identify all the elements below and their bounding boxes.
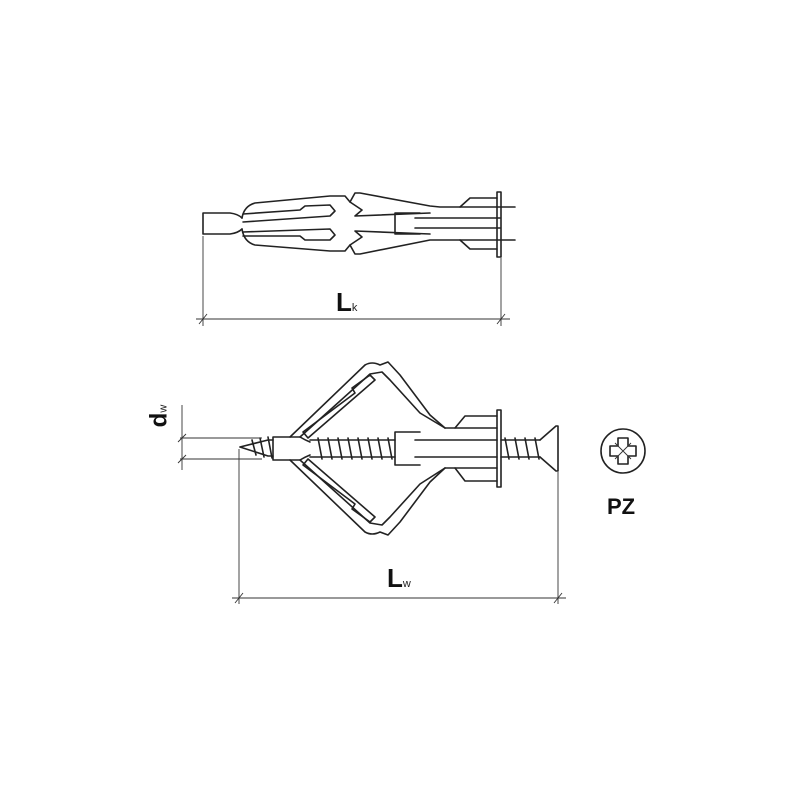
dw-subscript: w bbox=[157, 404, 170, 413]
lw-subscript: w bbox=[402, 578, 411, 590]
expanded-anchor bbox=[177, 361, 566, 604]
lk-symbol: L bbox=[336, 287, 352, 317]
dimension-label-lk: Lk bbox=[336, 287, 357, 318]
dw-symbol: d bbox=[145, 412, 173, 428]
drive-type-label: PZ bbox=[607, 494, 636, 519]
dimension-label-dw: dw bbox=[145, 405, 173, 428]
lk-subscript: k bbox=[351, 302, 358, 314]
pozidriv-icon bbox=[600, 428, 646, 474]
lw-symbol: L bbox=[387, 563, 403, 593]
closed-anchor bbox=[196, 191, 516, 326]
dimension-label-lw: Lw bbox=[387, 563, 411, 594]
